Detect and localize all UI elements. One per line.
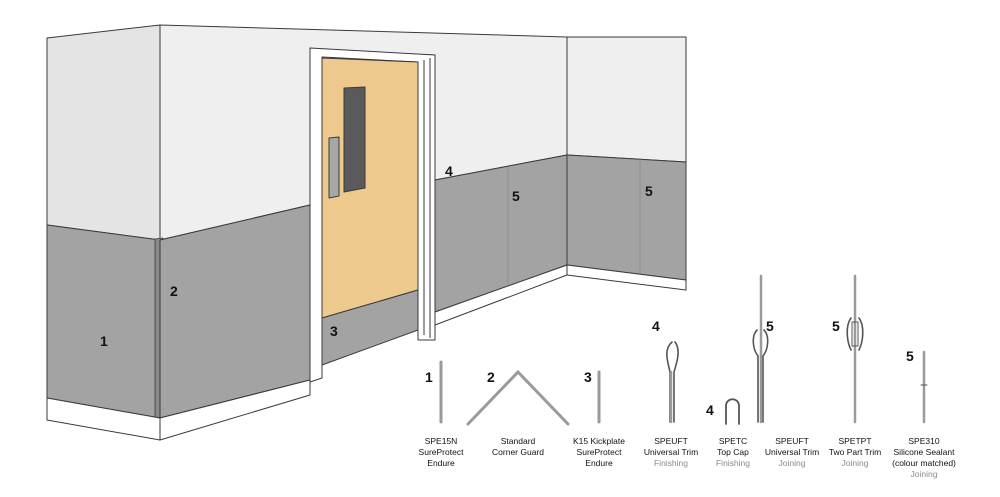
callout-4: 4 bbox=[445, 163, 453, 179]
caption-corner-guard-line2: Corner Guard bbox=[492, 447, 544, 457]
caption-speuft-joining-usage: Joining bbox=[779, 458, 806, 468]
caption-spe310-line1: SPE310 bbox=[908, 436, 939, 446]
spetc-top-cap-profile-icon bbox=[725, 398, 740, 425]
profile-number-4a: 4 bbox=[652, 318, 660, 334]
caption-speuft-finishing-usage: Finishing bbox=[654, 458, 688, 468]
profile-number-5c: 5 bbox=[906, 348, 914, 364]
spe310-profile-icon bbox=[920, 350, 928, 424]
profile-number-3: 3 bbox=[584, 369, 592, 385]
caption-spetc-line1: SPETC bbox=[719, 436, 747, 446]
caption-corner-guard-line1: Standard bbox=[501, 436, 536, 446]
right-wall-cladding bbox=[566, 154, 687, 281]
profile-number-5b: 5 bbox=[832, 318, 840, 334]
callout-5-back: 5 bbox=[512, 188, 520, 204]
caption-spe310-usage: Joining bbox=[911, 469, 938, 479]
caption-speuft-joining-line1: SPEUFT bbox=[775, 436, 809, 446]
speuft-finishing-profile-icon bbox=[666, 341, 679, 424]
speuft-joining-profile-icon bbox=[752, 274, 769, 424]
caption-spe15n-line2: SureProtect bbox=[419, 447, 465, 457]
caption-k15-line2: SureProtect bbox=[577, 447, 623, 457]
caption-spetpt-line1: SPETPT bbox=[838, 436, 871, 446]
right-wall-upper bbox=[566, 36, 687, 163]
spetpt-profile-icon bbox=[846, 274, 864, 424]
caption-k15-line3: Endure bbox=[585, 458, 613, 468]
callout-1: 1 bbox=[100, 333, 108, 349]
door-kickplate bbox=[321, 289, 419, 366]
callout-5-right: 5 bbox=[645, 183, 653, 199]
product-profiles bbox=[439, 274, 928, 426]
callout-3: 3 bbox=[330, 323, 338, 339]
caption-spetpt-line2: Two Part Trim bbox=[829, 447, 881, 457]
caption-speuft-finishing-line1: SPEUFT bbox=[654, 436, 688, 446]
back-skirting-left bbox=[159, 379, 311, 441]
caption-speuft-joining-line2: Universal Trim bbox=[765, 447, 819, 457]
door-push-plate bbox=[328, 136, 340, 199]
caption-spetc-line2: Top Cap bbox=[717, 447, 749, 457]
left-wall-upper bbox=[46, 24, 161, 241]
caption-k15-line1: K15 Kickplate bbox=[573, 436, 625, 446]
profile-number-5a: 5 bbox=[766, 318, 774, 334]
profile-number-2: 2 bbox=[487, 369, 495, 385]
door-window bbox=[343, 86, 366, 193]
caption-spe15n-line3: Endure bbox=[427, 458, 455, 468]
caption-spetc-usage: Finishing bbox=[716, 458, 750, 468]
product-captions: SPE15N SureProtect Endure Standard Corne… bbox=[419, 436, 956, 479]
left-wall-cladding bbox=[46, 224, 161, 419]
caption-spe310-line3: (colour matched) bbox=[892, 458, 956, 468]
room-scene bbox=[46, 24, 687, 441]
right-skirting bbox=[566, 264, 687, 291]
caption-spe15n-line1: SPE15N bbox=[425, 436, 458, 446]
caption-spe310-line2: Silicone Sealant bbox=[894, 447, 956, 457]
caption-spetpt-usage: Joining bbox=[842, 458, 869, 468]
profile-number-4b: 4 bbox=[706, 402, 714, 418]
profile-number-1: 1 bbox=[425, 369, 433, 385]
corner-guard-profile-icon bbox=[466, 369, 570, 426]
caption-speuft-finishing-line2: Universal Trim bbox=[644, 447, 698, 457]
callout-2: 2 bbox=[170, 283, 178, 299]
